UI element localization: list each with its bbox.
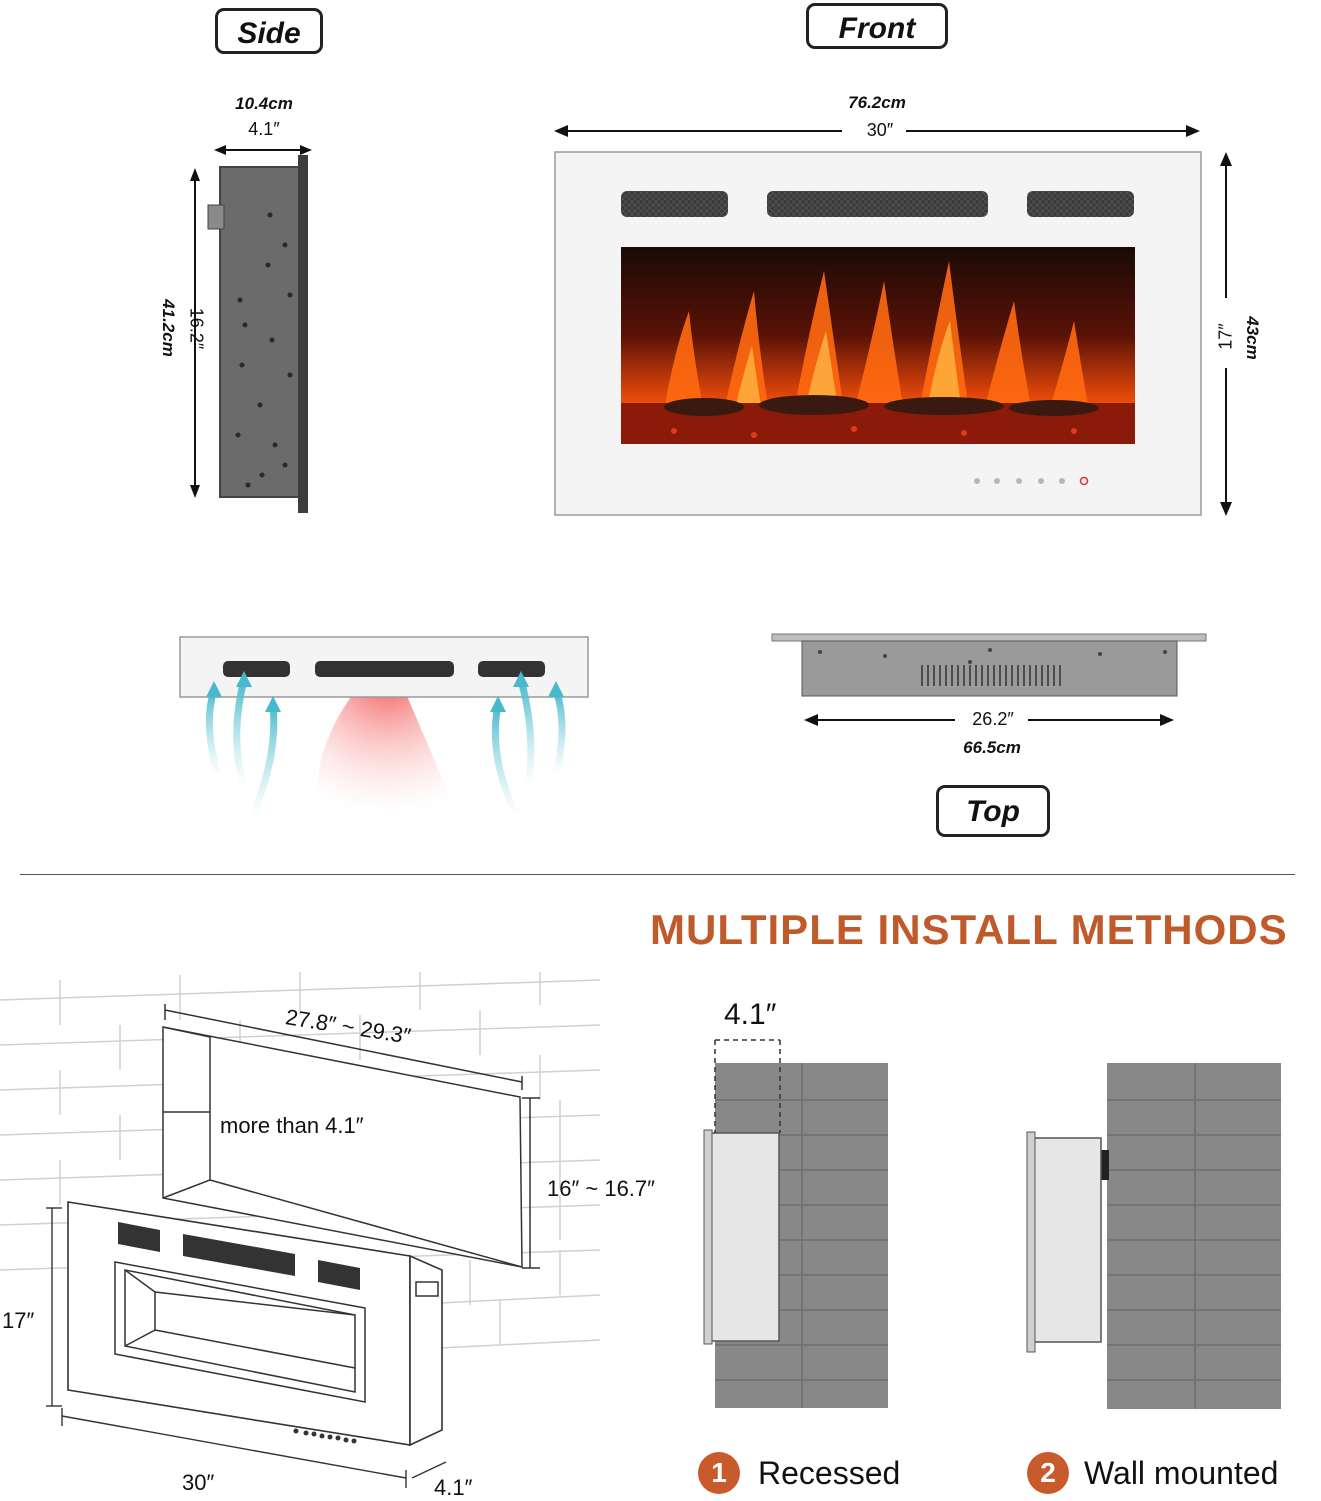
method-2-badge: 2 [1027,1452,1069,1494]
method-2-label: Wall mounted [1084,1455,1279,1491]
front-width-cm: 76.2cm [848,93,906,112]
section-divider [20,874,1295,875]
side-view-label: Side [215,8,323,54]
top-view-label: Top [936,785,1050,837]
side-view-drawing [190,145,312,513]
method-1-badge: 1 [698,1452,740,1494]
top-width-in: 26.2″ [972,709,1014,729]
front-height-arrow [1220,152,1232,516]
opening-depth: more than 4.1″ [220,1113,364,1138]
front-height-in: 17″ [1215,323,1236,350]
front-width-arrow [554,125,1200,137]
unit-width: 30″ [182,1470,215,1495]
top-view-drawing [771,633,1207,726]
side-depth-cm: 10.4cm [235,94,293,113]
method-1-label: Recessed [758,1455,901,1491]
wall-mounted-install-diagram [1026,1063,1281,1409]
install-methods-heading: MULTIPLE INSTALL METHODS [650,906,1288,953]
recess-depth-label: 4.1″ [724,998,777,1031]
front-width-in: 30″ [866,120,894,140]
unit-height: 17″ [2,1308,35,1333]
airflow-drawing [179,636,589,819]
brick-wall-sketch [0,972,601,1488]
recessed-install-diagram [703,1039,888,1408]
front-view-drawing [554,151,1202,516]
side-depth-in: 4.1″ [248,119,280,139]
side-height-in: 16.2″ [186,307,207,350]
opening-height: 16″ ~ 16.7″ [547,1176,655,1201]
front-view-label: Front [806,3,948,49]
side-height-cm: 41.2cm [159,299,178,357]
unit-depth: 4.1″ [434,1475,473,1500]
front-height-cm: 43cm [1243,316,1262,360]
top-width-cm: 66.5cm [963,738,1021,757]
